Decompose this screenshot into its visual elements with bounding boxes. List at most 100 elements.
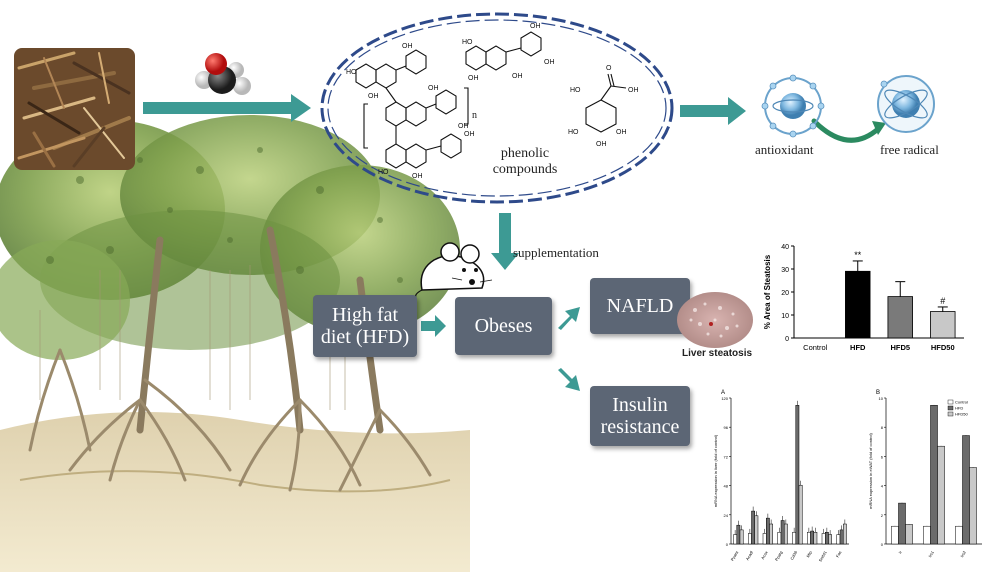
bar bbox=[733, 534, 738, 545]
y-tick-label: 120 bbox=[721, 396, 728, 401]
category-label: Ppara bbox=[730, 549, 740, 561]
category-label: HFD bbox=[850, 343, 866, 352]
y-tick-label: 10 bbox=[781, 313, 789, 320]
category-label: Irs2 bbox=[959, 549, 967, 558]
svg-text:OH: OH bbox=[628, 87, 639, 94]
bar bbox=[962, 435, 970, 545]
y-tick-label: 48 bbox=[724, 484, 729, 489]
procyanidin-structure bbox=[355, 49, 469, 169]
bar bbox=[845, 270, 871, 339]
significance-label: # bbox=[940, 296, 945, 306]
y-axis-label: % Area of Steatosis bbox=[763, 254, 772, 329]
bar bbox=[798, 484, 803, 545]
arrow-obeses-to-nafld bbox=[558, 307, 580, 330]
svg-text:OH: OH bbox=[464, 131, 475, 138]
antioxidant-atom-icon bbox=[761, 74, 825, 138]
y-tick-label: 4 bbox=[881, 484, 884, 489]
bar bbox=[937, 445, 945, 545]
bar bbox=[923, 525, 931, 545]
y-tick-label: 2 bbox=[881, 513, 884, 518]
bar bbox=[839, 529, 844, 545]
phenolic-compounds-label: phenolic compounds bbox=[492, 146, 558, 177]
svg-text:HO: HO bbox=[570, 87, 581, 94]
bar bbox=[887, 296, 913, 339]
quinic-acid-structure bbox=[585, 73, 627, 133]
y-tick-label: 30 bbox=[781, 267, 789, 274]
significance-label: ** bbox=[854, 250, 862, 260]
bar bbox=[969, 467, 977, 545]
supplementation-label: supplementation bbox=[513, 245, 599, 260]
y-tick-label: 0 bbox=[785, 336, 789, 343]
y-tick-label: 40 bbox=[781, 244, 789, 251]
category-label: HFD50 bbox=[931, 343, 955, 352]
bar bbox=[825, 531, 829, 545]
category-label: Acox bbox=[760, 550, 769, 560]
legend-label: HFD50 bbox=[955, 412, 968, 417]
nafld-box: NAFLD bbox=[590, 278, 690, 334]
bar bbox=[783, 523, 788, 545]
svg-text:OH: OH bbox=[596, 141, 607, 148]
y-tick-label: 10 bbox=[879, 396, 884, 401]
y-axis-label: mRNA expression in liver (fold of contro… bbox=[713, 434, 718, 507]
category-label: Pparg bbox=[774, 550, 784, 562]
bar bbox=[955, 525, 963, 545]
svg-text:OH: OH bbox=[530, 23, 541, 30]
svg-text:OH: OH bbox=[544, 59, 555, 66]
bar bbox=[754, 515, 759, 545]
y-tick-label: 72 bbox=[724, 454, 729, 459]
category-label: Ir bbox=[897, 549, 903, 554]
bar bbox=[836, 534, 841, 545]
liver-steatosis-label: Liver steatosis bbox=[682, 348, 753, 359]
dried-leaves-photo bbox=[14, 48, 135, 170]
category-label: Mtp bbox=[805, 549, 813, 558]
panel-label: B bbox=[876, 390, 880, 396]
bar bbox=[821, 533, 826, 545]
legend-label: HFD bbox=[955, 406, 963, 411]
svg-text:HO: HO bbox=[346, 69, 357, 76]
bar bbox=[905, 524, 913, 545]
bar bbox=[795, 405, 800, 545]
bar bbox=[751, 510, 755, 545]
bar bbox=[780, 520, 785, 545]
insulin-resistance-box: Insulin resistance bbox=[590, 386, 690, 446]
y-tick-label: 20 bbox=[781, 290, 789, 297]
bar bbox=[810, 530, 814, 545]
svg-text:O: O bbox=[606, 65, 612, 72]
y-tick-label: 0 bbox=[726, 542, 729, 547]
category-label: Srebf1 bbox=[818, 549, 829, 562]
y-axis-label: mRNA expression in eWAT (fold of control… bbox=[868, 432, 873, 508]
bar bbox=[769, 523, 773, 545]
free-radical-label: free radical bbox=[880, 142, 939, 157]
bar bbox=[777, 531, 782, 545]
label-n: n bbox=[472, 110, 477, 121]
svg-text:HO: HO bbox=[378, 169, 389, 176]
bar bbox=[736, 524, 741, 545]
y-tick-label: 0 bbox=[881, 542, 884, 547]
bar bbox=[807, 531, 811, 545]
category-label: Control bbox=[803, 343, 828, 352]
bar bbox=[813, 531, 818, 545]
legend-swatch bbox=[947, 399, 954, 405]
methanol-molecule-icon bbox=[195, 53, 251, 95]
bar bbox=[766, 517, 770, 545]
category-label: Cd36 bbox=[789, 549, 798, 560]
svg-text:OH: OH bbox=[616, 129, 627, 136]
svg-text:OH: OH bbox=[458, 123, 469, 130]
bar bbox=[739, 529, 744, 545]
bar bbox=[898, 502, 906, 545]
category-label: Irs1 bbox=[927, 549, 935, 558]
antioxidant-label: antioxidant bbox=[755, 142, 814, 157]
legend-swatch bbox=[947, 411, 954, 417]
y-tick-label: 96 bbox=[724, 425, 729, 430]
bar bbox=[930, 405, 938, 545]
arrow-hfd-to-obeses bbox=[421, 315, 446, 337]
high-fat-diet-box: High fat diet (HFD) bbox=[313, 295, 417, 357]
svg-text:HO: HO bbox=[568, 129, 579, 136]
bar bbox=[762, 533, 767, 545]
bar bbox=[891, 525, 899, 545]
svg-text:OH: OH bbox=[428, 85, 439, 92]
